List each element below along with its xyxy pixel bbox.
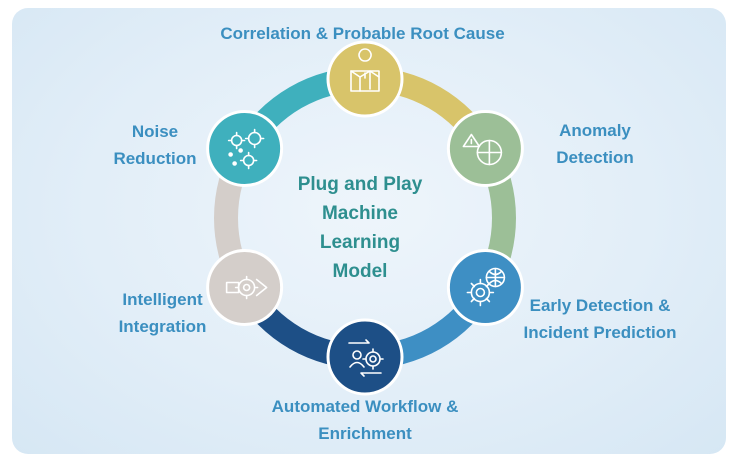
stage-label-line: Automated Workflow & [271,397,459,416]
stage-node [206,249,284,326]
stage-node-circle [206,110,284,187]
stage-label-early-detection: Early Detection & Incident Prediction [505,292,695,346]
stage-label-noise-reduction: Noise Reduction [105,118,205,172]
stage-label-line: Anomaly [559,121,631,140]
stage-node-circle [446,110,524,187]
anomaly-globe-icon [462,133,503,166]
stage-node [326,40,404,118]
map-pin-icon [350,48,380,92]
stage-node-circle [446,249,524,326]
stage-label-line: Correlation & Probable Root Cause [220,24,505,43]
stage-node [206,110,284,187]
stage-label-line: Incident Prediction [523,323,677,342]
stage-label-intelligent-integration: Intelligent Integration [100,286,225,340]
center-title-line: Model [332,261,388,282]
center-title-line: Learning [319,232,401,253]
stage-node [446,249,524,326]
stage-label-correlation: Correlation & Probable Root Cause [190,20,535,47]
stage-label-anomaly: Anomaly Detection [540,117,650,171]
center-title: Plug and Play Machine Learning Model [280,170,440,286]
stage-label-line: Enrichment [318,424,412,443]
stage-label-line: Noise [131,122,179,141]
stage-node [326,318,404,396]
stage-node-circle [206,249,284,326]
gear-arrow-icon [225,275,268,300]
gear-globe-icon [466,267,506,307]
stage-node-circle [326,40,404,118]
stage-label-line: Reduction [113,149,197,168]
stage-nodes [206,40,524,396]
stage-label-line: Integration [118,317,207,336]
person-gear-workflow-icon [348,339,384,377]
scattered-gears-icon [227,128,265,170]
stage-node [446,110,524,187]
center-title-line: Machine [321,203,399,224]
stage-label-line: Detection [556,148,634,167]
stage-label-line: Intelligent [122,290,203,309]
stage-label-line: Early Detection & [529,296,671,315]
stage-node-circle [326,318,404,396]
center-title-line: Plug and Play [297,174,423,195]
stage-label-automated-workflow: Automated Workflow & Enrichment [240,393,490,447]
